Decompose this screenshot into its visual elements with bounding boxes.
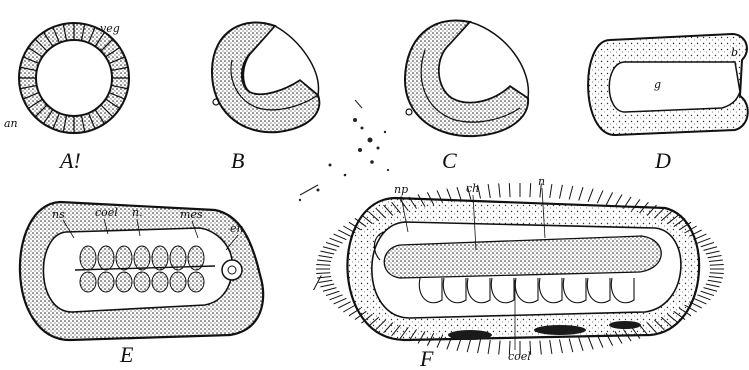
panel-b-letter: B — [231, 148, 244, 173]
gastrula-c-blastopore — [406, 109, 412, 115]
embryo-e-gut — [43, 228, 232, 312]
panel-f-larva: np ch n coel F — [316, 175, 724, 370]
archenteron-g — [609, 62, 740, 112]
label-mes: mes — [180, 208, 203, 221]
label-bl: b. — [731, 46, 742, 59]
panel-a-blastula: veg an A! — [4, 22, 129, 173]
label-np: np — [394, 183, 408, 196]
label-g: g — [654, 78, 661, 91]
label-ch: ch — [466, 182, 479, 195]
label-en: en — [230, 222, 244, 235]
panel-d-elongated: g b. D — [588, 34, 748, 173]
label-n-f: n — [538, 175, 545, 188]
label-n-e: n. — [132, 206, 143, 219]
label-an: an — [4, 117, 18, 130]
label-veg: veg — [100, 22, 120, 35]
panel-c-letter: C — [442, 148, 457, 173]
panel-d-letter: D — [654, 148, 671, 173]
panel-c-gastrula: C — [405, 21, 528, 173]
panel-e-embryo: ns coel n. mes en E — [20, 202, 263, 367]
panel-a-letter: A! — [58, 148, 81, 173]
label-ns: ns — [52, 208, 65, 221]
label-coel-e: coel — [95, 206, 118, 219]
embryo-e-mouth-cavity — [222, 260, 242, 280]
panel-b-gastrula: B — [212, 23, 319, 173]
panel-f-letter: F — [419, 346, 434, 370]
blastocoel — [36, 40, 112, 116]
label-coel-f: coel — [508, 350, 531, 363]
panel-e-letter: E — [119, 342, 134, 367]
